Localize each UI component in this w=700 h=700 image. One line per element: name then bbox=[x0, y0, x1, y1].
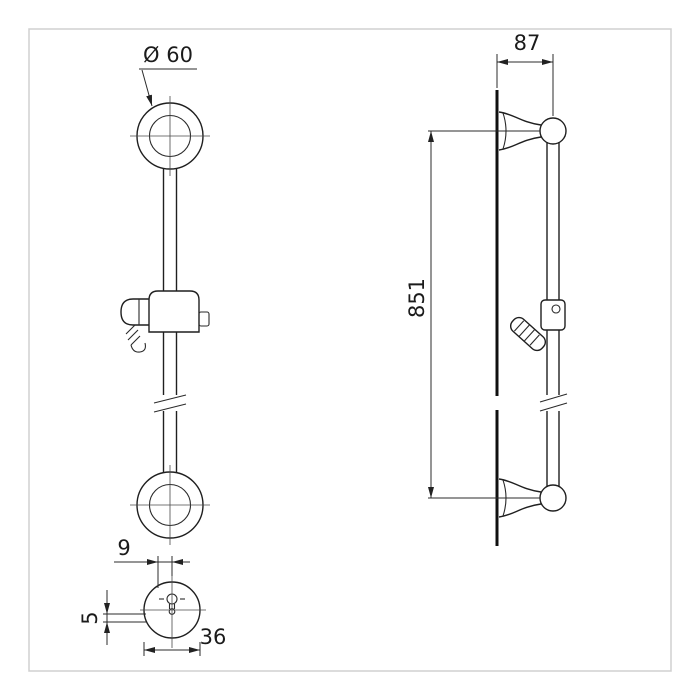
bottom-ball-joint bbox=[539, 484, 567, 512]
front-view: Ø 60 bbox=[120, 43, 210, 545]
slider-hook bbox=[130, 342, 146, 353]
dim-flange-diameter: Ø 60 bbox=[139, 43, 197, 107]
page-border bbox=[28, 28, 672, 672]
bottom-view: 9 5 36 bbox=[78, 536, 226, 656]
rail-break-front bbox=[153, 394, 187, 413]
slider-handle bbox=[509, 316, 547, 352]
side-view: 87 851 bbox=[405, 31, 568, 546]
dim-wall-offset: 87 bbox=[496, 31, 554, 116]
dim-bar-length-label: 851 bbox=[405, 278, 429, 318]
bottom-escutcheon-side bbox=[498, 478, 567, 518]
dim-slider-detail-height: 5 bbox=[78, 590, 146, 645]
dim-slider-pin-offset-label: 9 bbox=[117, 536, 130, 560]
rail-side bbox=[546, 142, 560, 487]
dim-flange-leader bbox=[141, 69, 153, 107]
dim-slider-diameter: 36 bbox=[143, 625, 227, 656]
slider-collar bbox=[540, 299, 566, 331]
rail-front bbox=[162, 168, 178, 473]
dim-flange-diameter-label: Ø 60 bbox=[143, 43, 193, 67]
dim-wall-offset-label: 87 bbox=[514, 31, 541, 55]
slider-side bbox=[509, 299, 566, 352]
slider-hook-coil bbox=[125, 324, 141, 346]
slider-body bbox=[148, 290, 200, 333]
slider-knob bbox=[120, 298, 149, 326]
dim-bar-length: 851 bbox=[405, 130, 540, 499]
top-ball-joint bbox=[539, 117, 567, 145]
dim-slider-detail-height-label: 5 bbox=[78, 611, 102, 624]
dim-slider-diameter-label: 36 bbox=[200, 625, 227, 649]
slider-front bbox=[120, 290, 210, 353]
dim-slider-pin-offset: 9 bbox=[114, 536, 190, 588]
slider-set-screw bbox=[551, 304, 561, 314]
slider-tab bbox=[198, 311, 210, 327]
rail-break-side bbox=[539, 393, 568, 412]
